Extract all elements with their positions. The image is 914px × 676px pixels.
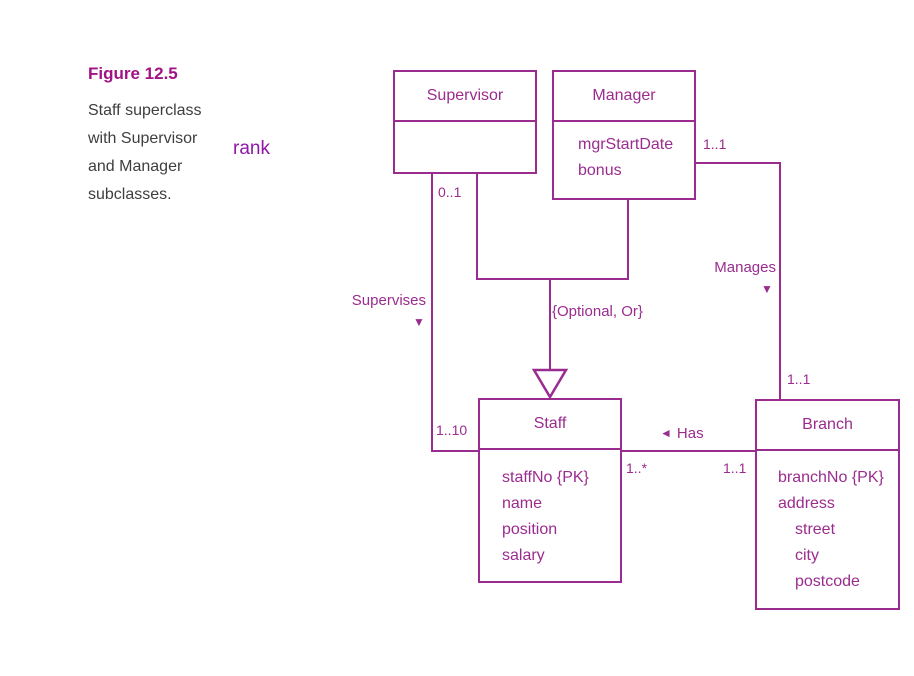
manager-subclass-line [627,200,629,280]
entity-staff-attributes: staffNo {PK} name position salary [480,450,620,569]
entity-manager: Manager mgrStartDate bonus [552,70,696,200]
entity-manager-title: Manager [554,72,694,122]
rank-annotation: rank [233,138,270,159]
caption-line: Staff superclass [88,102,202,119]
attribute: city [795,547,819,564]
attribute: street [795,521,836,538]
has-direction-arrow-icon: ◄ [660,426,672,440]
has-line [622,450,755,452]
caption-line: with Supervisor [88,130,198,147]
entity-supervisor-title: Supervisor [395,72,535,122]
attribute: bonus [578,162,622,179]
supervises-supervisor-multiplicity: 0..1 [438,184,462,200]
supervises-direction-arrow-icon: ▼ [413,315,425,329]
manages-label: Manages [714,259,776,276]
figure-title: Figure 12.5 [88,64,178,83]
entity-staff-title: Staff [480,400,620,450]
caption-line: subclasses. [88,186,172,203]
supervises-label: Supervises [351,292,426,309]
has-label: ◄ Has [660,425,704,442]
manages-manager-multiplicity: 1..1 [703,136,727,152]
supervises-line-horizontal [431,450,478,452]
entity-branch: Branch branchNo {PK} address street city… [755,399,900,610]
entity-branch-title: Branch [757,401,898,451]
subclass-triangle-icon [532,368,568,399]
has-branch-multiplicity: 1..1 [723,460,747,476]
subclass-join-bar [476,278,629,280]
supervises-line-vertical [431,174,433,452]
supervises-staff-multiplicity: 1..10 [436,422,468,438]
manages-line-horizontal [696,162,781,164]
attribute: position [502,521,558,538]
specialization-stem-line [549,278,551,370]
attribute: postcode [795,573,860,590]
has-staff-multiplicity: 1..* [626,460,648,476]
attribute: address [778,495,835,512]
manages-direction-arrow-icon: ▼ [761,282,773,296]
manages-line-vertical [779,162,781,399]
entity-staff: Staff staffNo {PK} name position salary [478,398,622,583]
entity-branch-attributes: branchNo {PK} address street city postco… [757,451,898,595]
entity-supervisor: Supervisor [393,70,537,174]
has-label-text: Has [676,425,704,442]
supervisor-subclass-line [476,174,478,280]
attribute: mgrStartDate [578,136,674,153]
participation-constraint: {Optional, Or} [552,303,643,320]
attribute: name [502,495,543,512]
entity-manager-attributes: mgrStartDate bonus [554,122,694,184]
manages-branch-multiplicity: 1..1 [787,371,811,387]
attribute: salary [502,547,545,564]
attribute: branchNo {PK} [778,469,884,486]
attribute: staffNo {PK} [502,469,589,486]
caption-line: and Manager [88,158,183,175]
